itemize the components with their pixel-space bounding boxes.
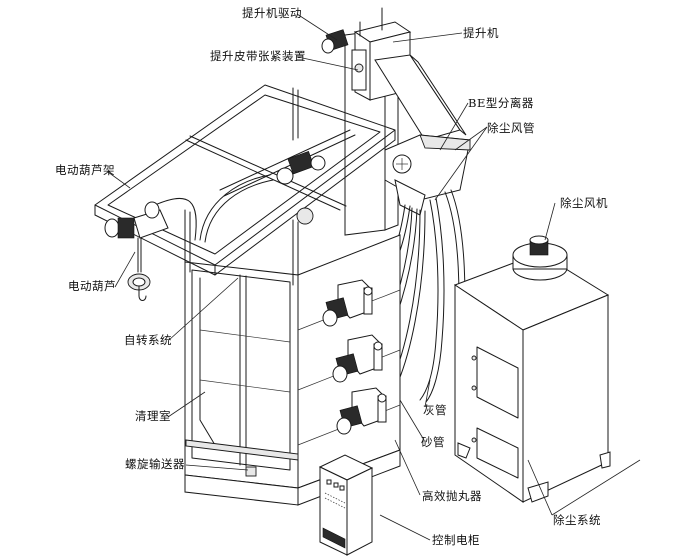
- electric-hoist: [104, 201, 169, 301]
- label-dust-duct: 除尘风管: [487, 121, 535, 135]
- leader-blaster: [394, 439, 421, 496]
- leader-control-cabinet: [379, 514, 431, 541]
- leader-hoist: [392, 32, 463, 43]
- label-dust-collection-system: 除尘系统: [553, 513, 601, 527]
- label-electric-hoist-frame: 电动葫芦架: [55, 163, 115, 177]
- leader-dust-system-2: [551, 459, 641, 516]
- label-screw-conveyor: 螺旋输送器: [125, 457, 185, 471]
- leader-dust-system-1: [527, 459, 553, 516]
- leader-hoist-belt-tensioner: [297, 56, 359, 71]
- label-cleaning-chamber: 清理室: [135, 409, 171, 423]
- control-cabinet: [318, 454, 374, 556]
- high-efficiency-blaster-2: [332, 334, 383, 383]
- leader-sand-pipe: [399, 399, 425, 441]
- electric-hoist-frame: [94, 84, 396, 286]
- label-be-separator: BE型分离器: [468, 96, 534, 110]
- high-efficiency-blaster-1: [322, 279, 373, 327]
- be-separator: [384, 134, 471, 216]
- label-hoist-belt-tensioner: 提升皮带张紧装置: [210, 49, 306, 63]
- leader-rotation-system: [168, 277, 239, 341]
- leader-electric-hoist: [114, 251, 136, 288]
- leader-dust-fan: [544, 202, 556, 241]
- label-control-cabinet: 控制电柜: [432, 533, 480, 547]
- leader-screw-conveyor: [185, 464, 249, 471]
- label-ash-pipe: 灰管: [423, 403, 447, 417]
- label-high-efficiency-blaster: 高效抛丸器: [422, 489, 482, 503]
- label-sand-pipe: 砂管: [421, 435, 445, 449]
- leader-cleaning-chamber: [167, 391, 206, 418]
- leader-electric-hoist-frame: [107, 171, 131, 189]
- label-electric-hoist: 电动葫芦: [68, 279, 116, 293]
- high-efficiency-blaster-3: [336, 387, 387, 435]
- leader-dust-duct-2: [434, 126, 488, 201]
- label-rotation-system: 自转系统: [124, 333, 172, 347]
- label-hoist-drive: 提升机驱动: [242, 6, 302, 20]
- dust-duct: [419, 189, 466, 403]
- dust-collection-system: [453, 235, 611, 503]
- leader-ash-pipe: [424, 379, 431, 408]
- leader-lines: [107, 13, 641, 541]
- label-dust-fan: 除尘风机: [560, 196, 608, 210]
- label-hoist: 提升机: [463, 26, 499, 40]
- rotation-system-motor: [276, 150, 326, 225]
- leader-dust-duct-1: [454, 126, 488, 151]
- leader-be-separator: [439, 102, 469, 151]
- leader-hoist-drive: [296, 13, 338, 41]
